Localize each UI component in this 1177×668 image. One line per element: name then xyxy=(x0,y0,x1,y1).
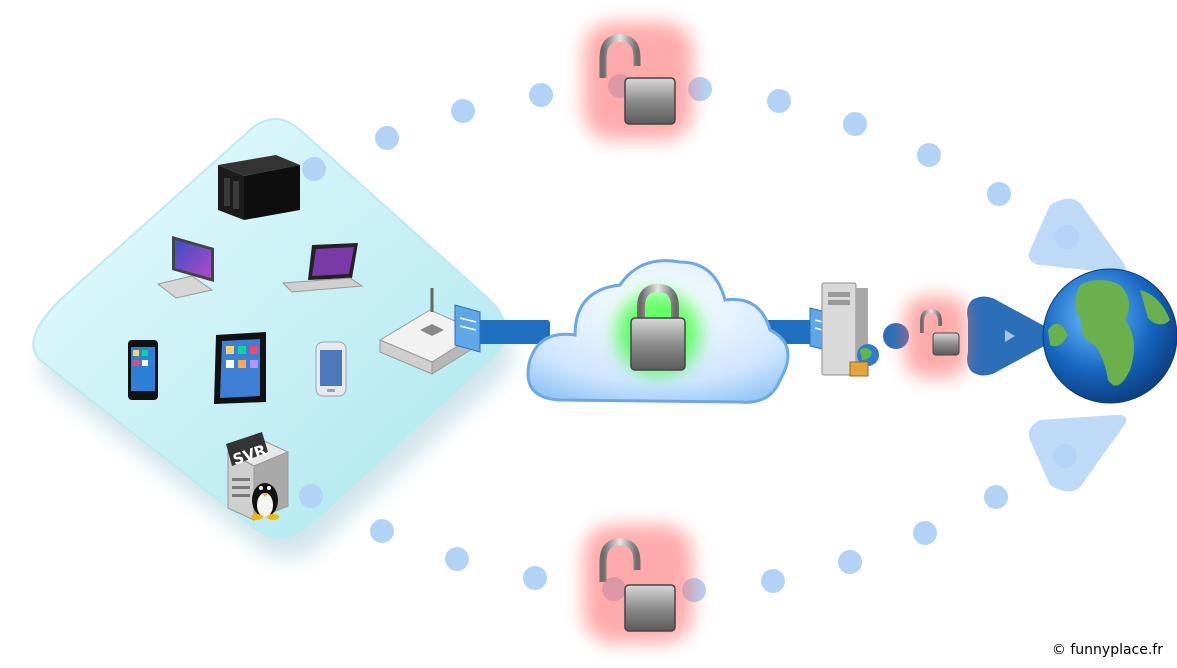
linux-server-icon: SVR xyxy=(226,432,290,521)
smartphone-icon xyxy=(128,340,158,400)
open-padlock-icon-top xyxy=(583,22,693,140)
galaxy-phone-icon xyxy=(315,341,347,397)
certificate-icon xyxy=(454,304,481,353)
open-padlock-icon-gateway xyxy=(904,296,968,378)
internet-arrow xyxy=(883,296,1053,376)
nas-icon xyxy=(218,155,300,220)
closed-padlock-icon xyxy=(616,283,700,375)
open-padlock-icon-bottom xyxy=(583,525,693,643)
web-server-icon xyxy=(821,282,879,377)
arrowhead-bottom xyxy=(1028,414,1127,492)
tux-penguin-icon xyxy=(251,483,279,520)
credit-text: © funnyplace.fr xyxy=(1051,642,1163,658)
laptop-icon xyxy=(281,243,364,293)
tablet-icon xyxy=(214,332,266,404)
globe-icon xyxy=(1042,268,1177,404)
lan-panel xyxy=(32,118,513,560)
desktop-computer-icon xyxy=(156,236,214,299)
arrowhead-top xyxy=(1028,198,1127,274)
